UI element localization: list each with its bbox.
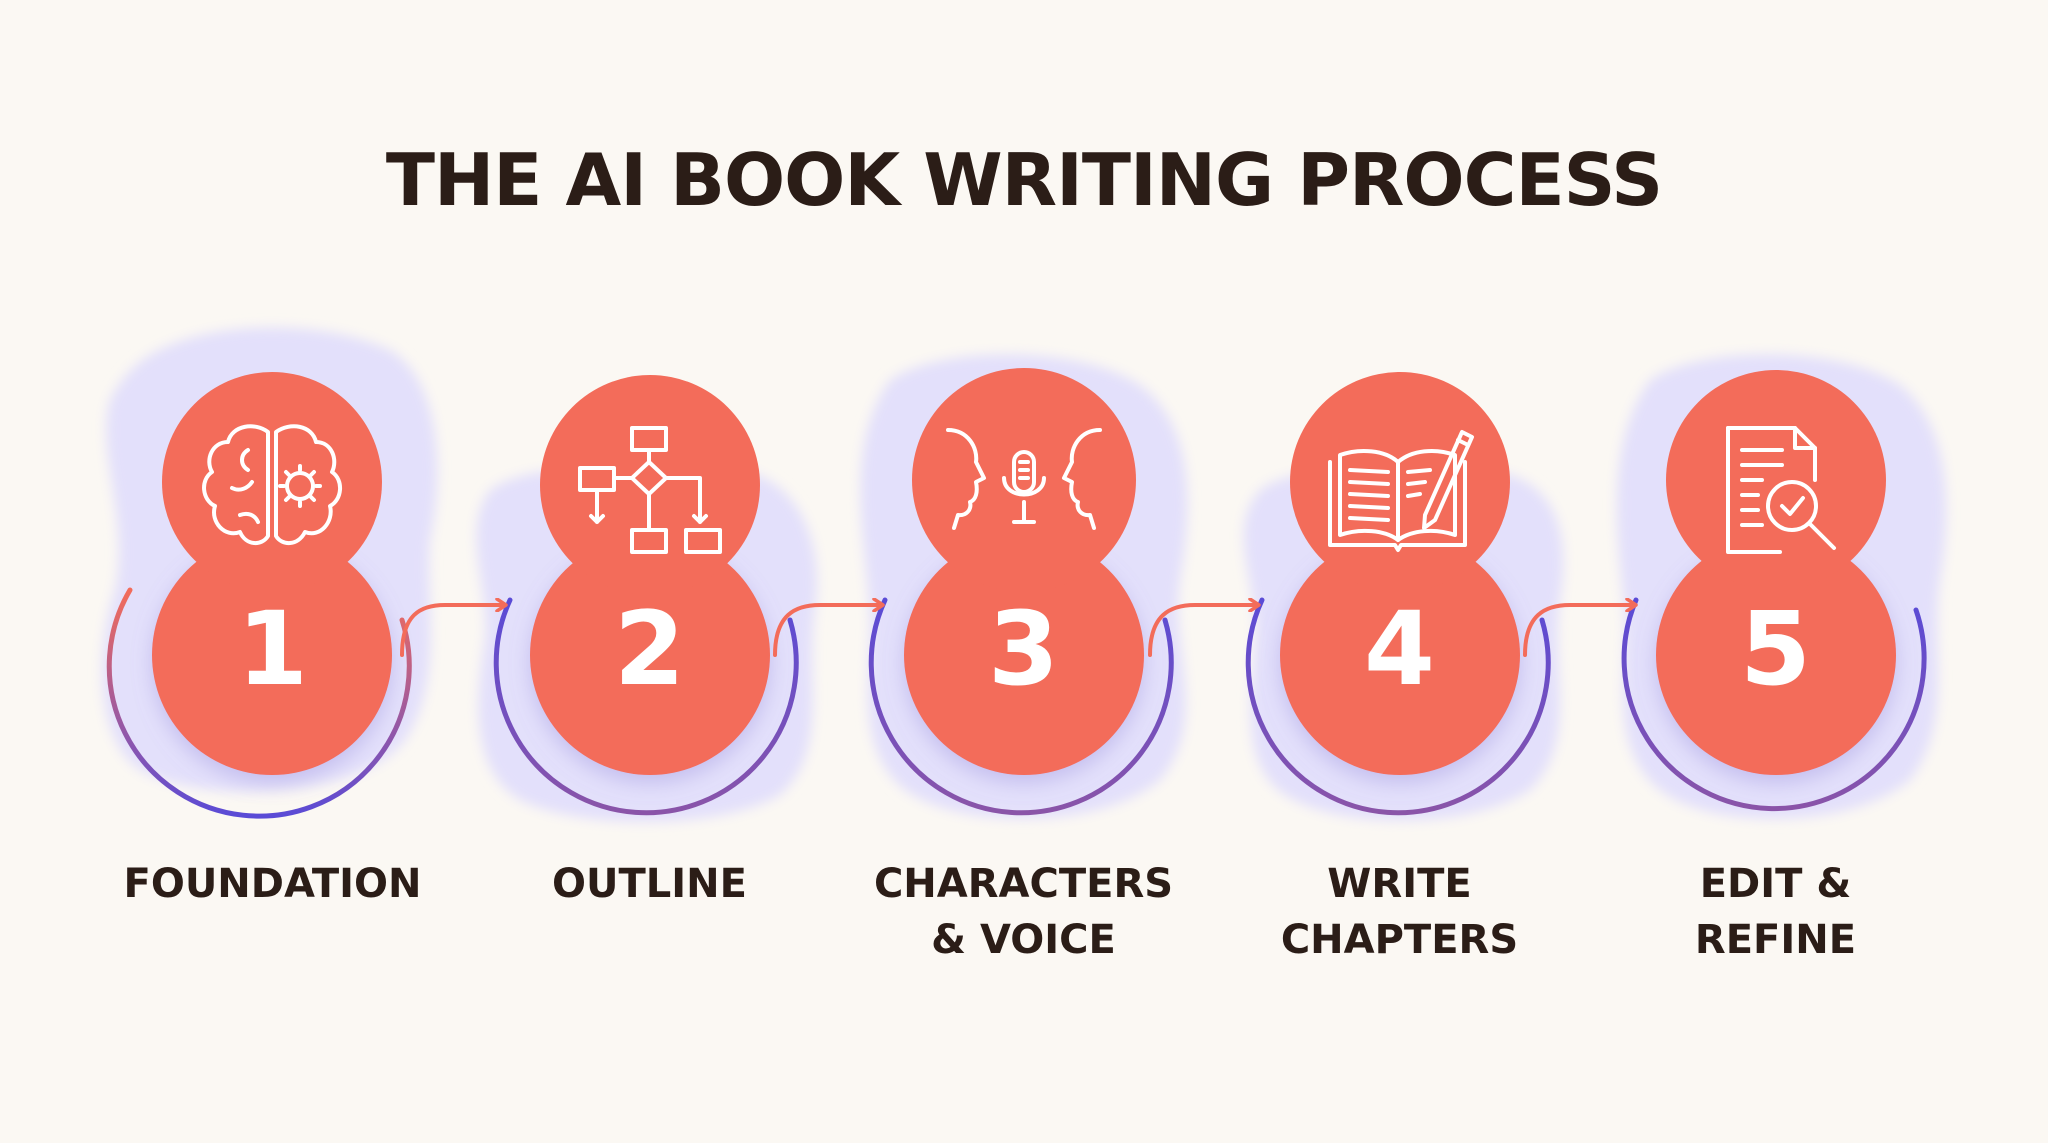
arrow-2-to-3	[773, 605, 882, 657]
step-label: WRITE CHAPTERS	[1212, 856, 1587, 968]
page-title: THE AI BOOK WRITING PROCESS	[385, 138, 1663, 222]
number-circle	[904, 535, 1144, 775]
step-label: CHARACTERS & VOICE	[836, 856, 1211, 968]
step-label-line: CHARACTERS	[873, 861, 1174, 907]
step-label-line: & VOICE	[931, 917, 1116, 963]
step-label-line: OUTLINE	[552, 861, 747, 907]
number-circle	[530, 535, 770, 775]
step-number: 2	[614, 590, 685, 709]
arrow-3-to-4	[1148, 605, 1258, 657]
step-label-line: FOUNDATION	[123, 861, 422, 907]
step-3: 3 CHARACTERS & VOICE	[836, 0, 1211, 963]
step-label: OUTLINE	[462, 856, 837, 912]
step-3-graphic	[860, 354, 1188, 819]
faces-microphone-icon	[946, 428, 1102, 530]
icon-circle	[540, 375, 760, 595]
step-label: FOUNDATION	[85, 856, 460, 912]
progress-ring	[493, 597, 799, 816]
flowchart-icon	[578, 426, 722, 554]
step-number: 5	[1740, 590, 1811, 709]
step-label-line: EDIT &	[1699, 861, 1852, 907]
icon-circle	[162, 372, 382, 592]
document-magnifier-check-icon	[1726, 426, 1836, 554]
step-2-graphic	[476, 375, 818, 822]
step-number: 4	[1364, 590, 1435, 709]
step-label-line: CHAPTERS	[1280, 917, 1519, 963]
step-5: 5 EDIT & REFINE	[1588, 0, 1963, 963]
progress-ring	[106, 587, 412, 819]
step-2: 2 OUTLINE	[462, 0, 837, 907]
arrow-1-to-2	[400, 605, 505, 657]
open-book-pen-icon	[1328, 430, 1474, 552]
step-4: 4 WRITE CHAPTERS	[1212, 0, 1587, 963]
step-1-graphic	[102, 327, 438, 819]
number-circle	[152, 535, 392, 775]
step-4-graphic	[1243, 372, 1564, 821]
step-5-graphic	[1616, 354, 1947, 819]
brain-gear-icon	[202, 424, 342, 545]
icon-circle	[1666, 370, 1886, 590]
progress-ring	[1621, 597, 1927, 812]
progress-ring	[1245, 597, 1551, 816]
step-label: EDIT & REFINE	[1588, 856, 1963, 968]
step-label-line: REFINE	[1694, 917, 1857, 963]
step-1: 1 FOUNDATION	[85, 0, 460, 907]
step-label-line: WRITE	[1327, 861, 1472, 907]
step-number: 3	[988, 590, 1059, 709]
number-circle	[1656, 535, 1896, 775]
number-circle	[1280, 535, 1520, 775]
arrow-4-to-5	[1523, 605, 1635, 657]
progress-ring	[868, 597, 1174, 816]
step-number: 1	[237, 590, 308, 709]
